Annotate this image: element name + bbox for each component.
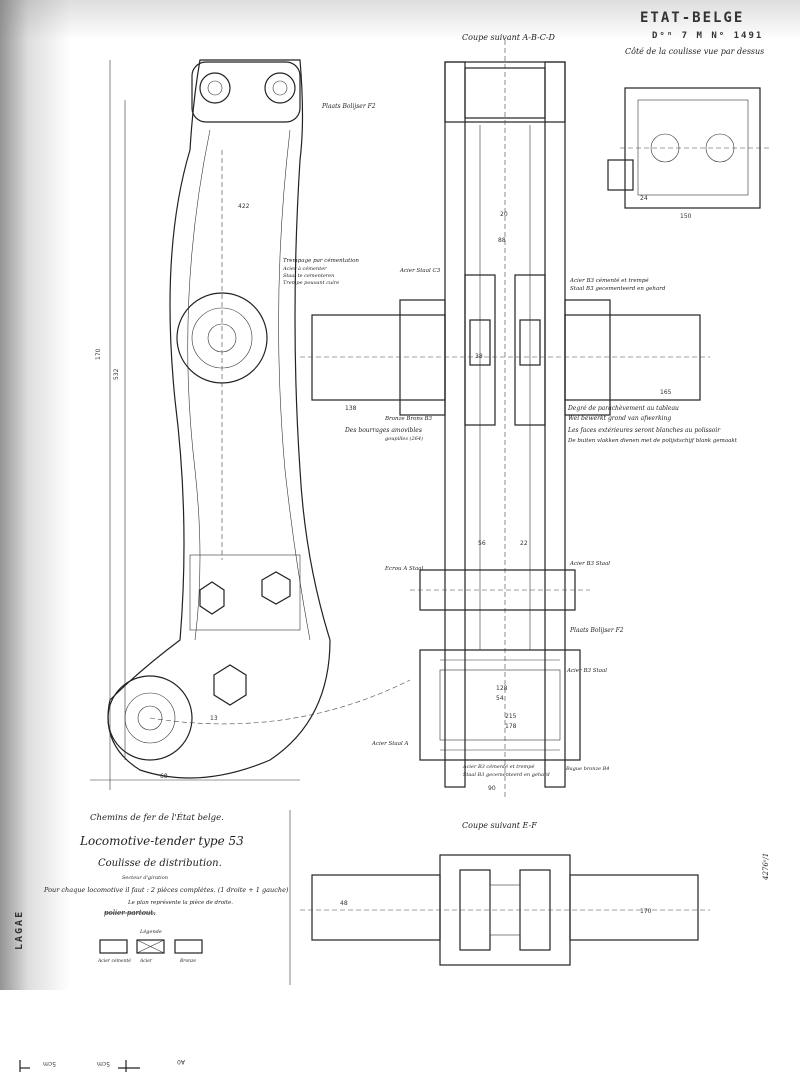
dimension: 178 <box>505 723 517 730</box>
stamp-etat-belge: ETAT-BELGE <box>640 10 744 26</box>
dimension: 422 <box>238 203 250 210</box>
label-acier-b3-right: Acier B3 Staal <box>569 561 610 567</box>
dimension: 170 <box>640 908 652 915</box>
left-stamp: LAGAE <box>14 910 25 950</box>
dimension: 532 <box>113 368 120 380</box>
note-line: Degré de parachèvement au tableau <box>567 405 679 412</box>
dimension: 13 <box>210 715 218 722</box>
sheet-number: 4276ᵃ/1 <box>762 853 770 881</box>
note-line: Wel bewerkt grond van afwerking <box>568 415 671 422</box>
note-line: De buiten vlakken dienen met de polijsts… <box>567 438 738 444</box>
legend-swatch-steel <box>136 939 165 954</box>
dimension: 150 <box>680 213 692 220</box>
label-acier-bottom-left: Acier Staal A <box>371 741 408 747</box>
dimension: 128 <box>496 685 508 692</box>
section-abcd <box>300 40 710 800</box>
section-ef <box>289 810 710 985</box>
dimension: 20 <box>500 211 508 218</box>
dimension: 165 <box>660 389 672 396</box>
note-line: Les faces extérieures seront blanches au… <box>567 427 721 434</box>
plan-note: Le plan représente la pièce de droite. <box>127 899 233 906</box>
label-ecrou-a: Ecrou A Staal <box>384 566 424 572</box>
finish-note: polier partout. <box>104 909 155 917</box>
legend-swatch-cemented <box>99 939 128 954</box>
scale-label: 5cm <box>43 1060 56 1067</box>
drawing-subtitle: Coulisse de distribution. <box>98 858 222 869</box>
quantity-note: Pour chaque locomotive il faut : 2 pièce… <box>43 886 289 894</box>
section-ef-caption: Coupe suivant E-F <box>462 821 537 830</box>
dimension: 22 <box>520 540 528 547</box>
label-acier-b3-bottom: Acier B3 Staal <box>566 668 607 674</box>
scale-label: 5cm <box>97 1060 110 1067</box>
railway-name: Chemins de fer de l'État belge. <box>90 811 224 823</box>
legend-swatch-bronze <box>174 939 203 954</box>
top-view-caption: Côté de la coulisse vue par dessus <box>625 47 764 56</box>
scale-label: A0 <box>177 1058 185 1065</box>
legend-title: Légende <box>139 928 162 935</box>
label-bronze-sub2: goupilles (264) <box>385 435 423 442</box>
dimension: 88 <box>498 237 506 244</box>
label-plaats-f2-lower: Plaats Bolijser F2 <box>569 627 624 634</box>
label-bottom-note2: Staal B3 gecementeerd en gehard <box>463 772 550 778</box>
label-bronze-sub: Des bourrages amovibles <box>344 427 422 434</box>
legend-label: Bronze <box>179 958 196 964</box>
section-abcd-caption: Coupe suivant A-B-C-D <box>462 33 556 42</box>
dimension: 68 <box>160 773 168 780</box>
dimension: 24 <box>640 195 648 202</box>
label-bottom-note1: Acier B3 cémenté et trempé <box>462 763 534 770</box>
scan-shadow-left <box>0 0 70 990</box>
dimension-values: 422 170 88 20 38 138 56 22 128 54 215 17… <box>95 195 692 915</box>
drawing-title: Locomotive-tender type 53 <box>79 834 244 848</box>
dimension: 90 <box>488 785 496 792</box>
link-elevation <box>90 59 411 790</box>
dimension: 48 <box>340 900 348 907</box>
label-trempe-sub: Trempe pouvant cuire <box>283 280 339 286</box>
scan-shadow-top <box>0 0 800 40</box>
top-view <box>607 87 770 209</box>
dimension: 138 <box>345 405 357 412</box>
label-trempe: Trempage par cémentation <box>283 257 359 264</box>
dimension: 54 <box>496 695 504 702</box>
scale-marks: 5cm 5cm A0 <box>19 1058 185 1072</box>
label-acier-c3: Acier Staal C3 <box>399 268 441 274</box>
legend-label: Acier cémenté <box>97 957 131 964</box>
dimension: 215 <box>505 713 517 720</box>
label-plaats-f2: Plaats Bolijser F2 <box>321 103 376 110</box>
finish-notes: Degré de parachèvement au tableau Wel be… <box>567 405 738 444</box>
label-trempe-sub: Acier à cémenter <box>282 265 327 272</box>
label-acier-b3-sub: Staal B3 gecementeerd en gehard <box>570 286 666 292</box>
label-acier-b3: Acier B3 cémenté et trempé <box>569 277 649 284</box>
dimension: 38 <box>475 353 483 360</box>
label-bottom-right-note: Bague bronze B4 <box>565 766 609 772</box>
stamp-number: Dᵒⁿ 7 M Nᵒ 1491 <box>652 31 763 41</box>
dimension: 56 <box>478 540 486 547</box>
label-trempe-sub: Staal te cementeren <box>283 273 334 279</box>
title-block: Chemins de fer de l'État belge. Locomoti… <box>43 811 289 964</box>
label-bronze: Bronze Brons B3 <box>384 416 433 422</box>
dimension: 170 <box>95 348 102 360</box>
legend-label: Acier <box>139 958 153 964</box>
small-note: Secteur d'giration <box>122 875 168 881</box>
